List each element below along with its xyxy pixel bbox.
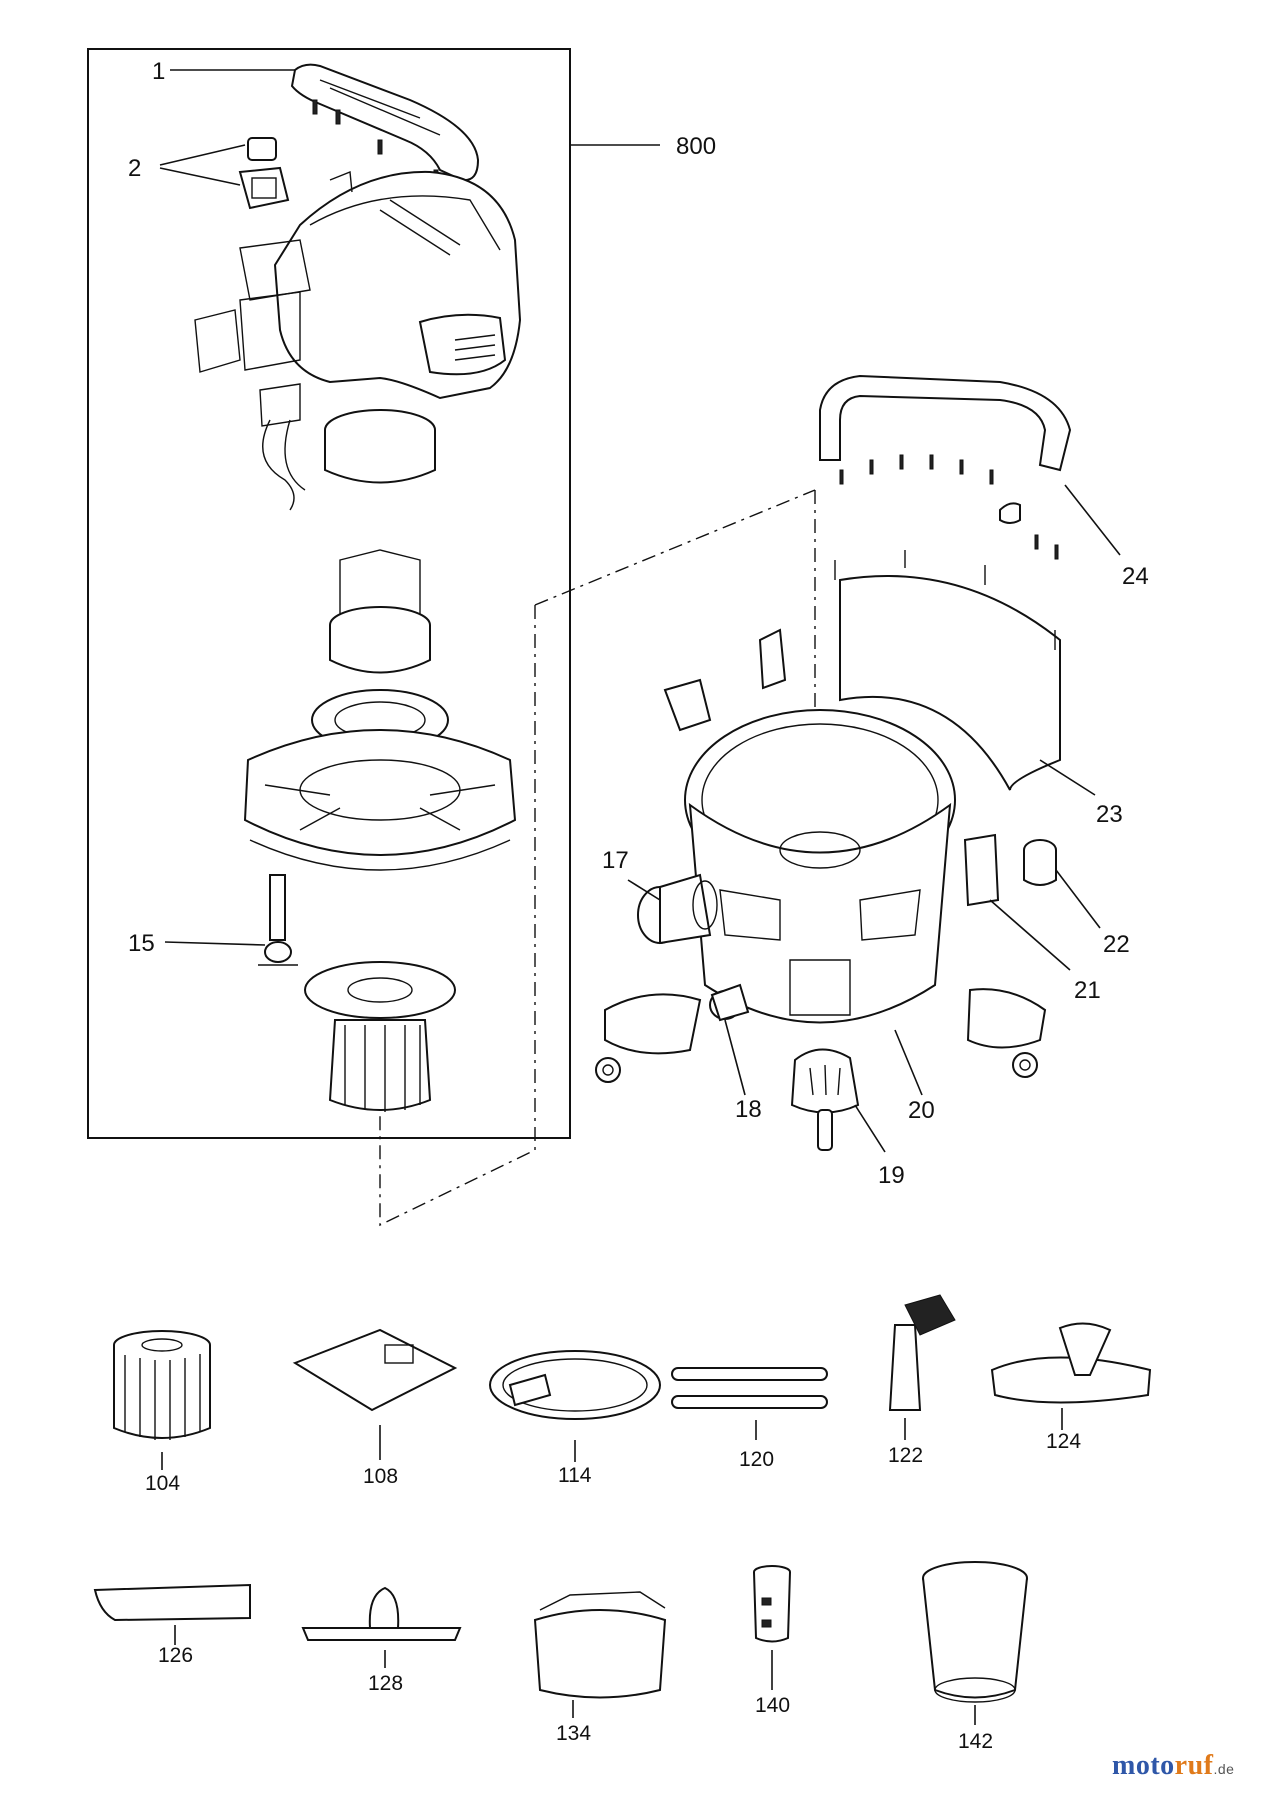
label-134: 134 [556,1722,591,1745]
callout-19: 19 [878,1162,905,1189]
callout-1: 1 [152,58,165,85]
label-126: 126 [158,1644,193,1667]
leader-lines [159,69,1121,1153]
accessory-114-hose [489,1350,661,1462]
wiring-and-bracket [194,309,306,511]
accessory-122-brush [888,1294,956,1440]
callout-2: 2 [128,155,141,182]
part-21-latch [963,833,1000,907]
side-caster-right [966,988,1047,1078]
label-142: 142 [958,1730,993,1753]
callout-18: 18 [735,1096,762,1123]
part-24-cart-handle [819,374,1072,560]
side-caster-left [595,993,702,1083]
part-22-socket [1023,839,1057,886]
accessory-142-drum-liner [922,1561,1028,1725]
accessory-140-cartridge [753,1565,791,1690]
label-114: 114 [558,1464,592,1487]
label-108: 108 [363,1465,398,1488]
label-124: 124 [1046,1430,1081,1453]
accessory-124-floor-tool [990,1322,1152,1430]
part-15-float [258,874,298,966]
label-128: 128 [368,1672,403,1695]
assembly-800-frame [87,48,571,1139]
accessory-128-squeegee [301,1586,462,1668]
part-17-inlet [637,873,718,945]
brand-part1: moto [1112,1750,1175,1781]
label-120: 120 [739,1448,774,1471]
part-19-front-caster [790,1048,860,1151]
part-2-switch [238,137,290,210]
accessory-120-extension-wands [671,1367,828,1440]
label-122: 122 [888,1444,923,1467]
drum-side-latch [663,628,787,732]
callout-22: 22 [1103,931,1130,958]
callout-20: 20 [908,1097,935,1124]
part-1-handle [290,63,480,185]
callout-800: 800 [676,133,716,160]
label-140: 140 [755,1694,790,1717]
part-18-drain [709,983,750,1022]
callout-21: 21 [1074,977,1101,1004]
accessory-108-bag [292,1328,458,1460]
motor-head-cover [239,170,522,400]
brand-part2: ruf [1174,1750,1214,1781]
accessory-104-filter [113,1330,211,1470]
brand-logo: motoruf.de [1112,1750,1234,1782]
callout-15: 15 [128,930,155,957]
callout-23: 23 [1096,801,1123,828]
accessory-126-crevice-tool [93,1583,251,1645]
callout-24: 24 [1122,563,1149,590]
lid-ring [243,689,517,871]
filter-cage [304,961,456,1112]
part-20-drum [684,709,956,1024]
callout-17: 17 [602,847,629,874]
part-23-rear-panel [834,550,1061,791]
motor-assembly [324,409,436,674]
accessory-134-tool-bag [533,1591,667,1718]
label-104: 104 [145,1472,180,1495]
brand-suffix: .de [1213,1761,1235,1777]
